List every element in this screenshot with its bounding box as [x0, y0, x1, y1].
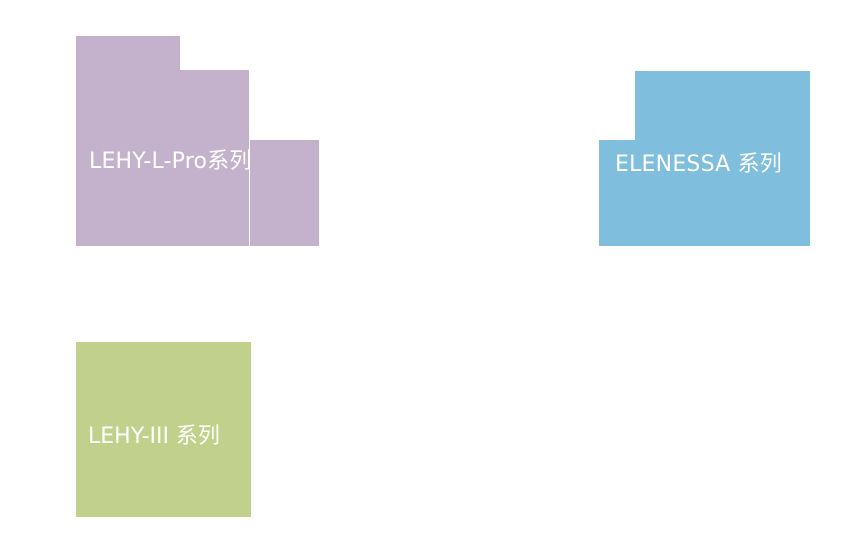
tile-shape-segment[interactable]: [599, 140, 635, 246]
tile-shape-segment[interactable]: [76, 342, 251, 517]
tile-shape-segment[interactable]: [180, 70, 249, 246]
series-tile-lehy-iii[interactable]: [76, 342, 251, 517]
series-label-lehy-iii: LEHY-III 系列: [88, 424, 220, 449]
tile-shape-segment[interactable]: [635, 71, 810, 246]
tile-shape-segment[interactable]: [76, 36, 180, 246]
tile-shape-segment[interactable]: [250, 140, 319, 246]
